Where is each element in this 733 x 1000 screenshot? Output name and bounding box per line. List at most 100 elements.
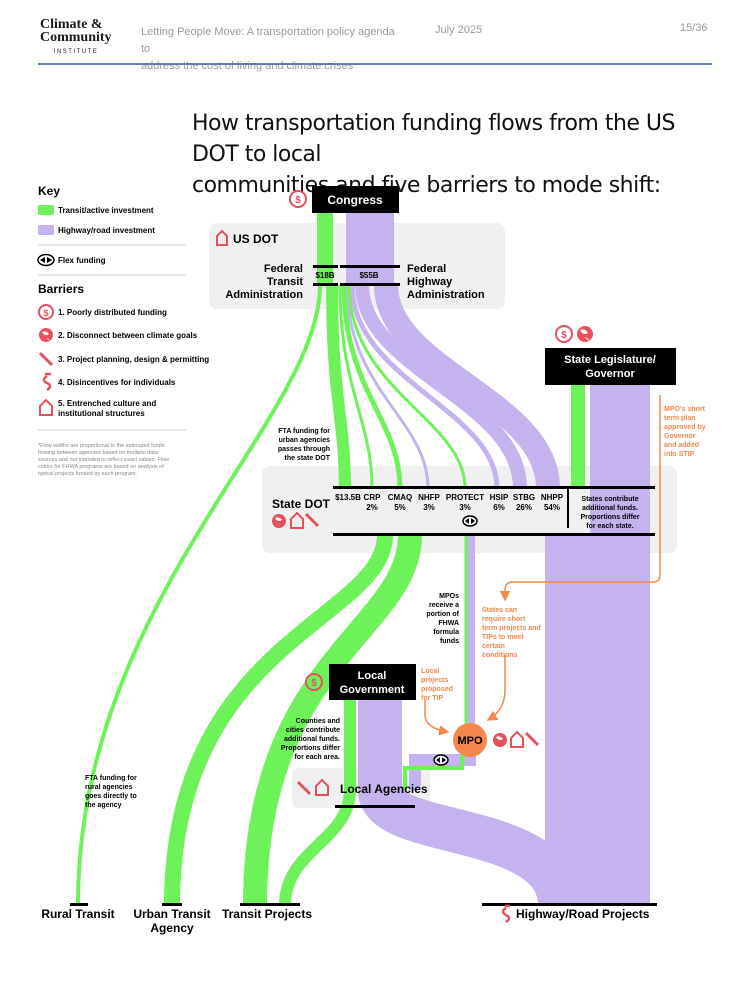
note-line: projects: [421, 677, 448, 684]
state-dot-divider: [567, 488, 569, 528]
header-rule: [38, 63, 712, 65]
note-line: goes directly to: [85, 793, 137, 800]
note-line: for TIP: [421, 695, 443, 702]
subtitle-line1: Letting People Move: A transportation po…: [141, 26, 395, 55]
fta-line3: Administration: [225, 289, 303, 301]
transit-projects-label: Transit Projects: [222, 907, 312, 921]
page-number: 15/36: [680, 22, 708, 34]
note-line: the agency: [85, 802, 122, 809]
note-line: Local: [421, 668, 439, 675]
diagram-title: How transportation funding flows from th…: [192, 108, 692, 201]
note-counties: Counties and cities contribute additiona…: [281, 718, 340, 761]
note-line: Counties and: [296, 718, 340, 725]
local-gov-line1: Local: [358, 670, 387, 682]
svg-text:$: $: [561, 330, 567, 341]
mpo-label: MPO: [457, 735, 483, 747]
congress-label: Congress: [327, 193, 383, 207]
note-line: urban agencies: [279, 437, 330, 444]
program-name: HSIP: [490, 493, 509, 502]
highway-projects-bar: [482, 903, 657, 906]
congress-node: [312, 186, 399, 213]
globe-icon: [39, 328, 53, 342]
program-name: NHPP: [541, 493, 564, 502]
globe-icon: [577, 326, 593, 342]
note-fta-urban: FTA funding for urban agencies passes th…: [278, 428, 331, 462]
program-pct: 3%: [423, 503, 435, 512]
fta-line1: Federal: [264, 263, 303, 275]
footnote-line: colors for FHWA programs are based on an…: [38, 464, 164, 470]
note-line: additional funds.: [284, 736, 340, 743]
program-pct: 54%: [544, 503, 560, 512]
logo-line2: Community: [40, 30, 112, 45]
note-line: term plan: [664, 415, 696, 422]
note-line: FTA funding for: [85, 775, 137, 782]
svg-text:$: $: [295, 195, 301, 206]
transit-swatch: [38, 205, 54, 215]
rural-transit-label: Rural Transit: [41, 907, 114, 921]
footnote-line: sources and not intended to reflect exac…: [38, 457, 169, 463]
note-mpo-short-term: MPO's short term plan approved by Govern…: [664, 406, 706, 458]
report-date: July 2025: [435, 24, 483, 36]
note-local-projects: Local projects proposed for TIP: [421, 668, 453, 702]
program-name: CMAQ: [388, 493, 412, 502]
disincentive-icon: [501, 904, 511, 924]
note-line: conditions: [482, 652, 517, 659]
title-line1: How transportation funding flows from th…: [192, 111, 676, 167]
note-line: approved by: [664, 424, 706, 431]
fta-top-bar: [313, 265, 338, 268]
flex-icon: [433, 754, 449, 766]
note-line: for each area.: [294, 754, 340, 761]
program-name: CRP: [364, 493, 382, 502]
institution-icon: [315, 778, 329, 796]
program-pct: 26%: [516, 503, 532, 512]
footnote-line: *Flow widths are proportional to the est…: [38, 443, 165, 449]
note-line: FTA funding for: [278, 428, 330, 435]
usdot-icon: [216, 229, 228, 246]
program-name: NHFP: [418, 493, 440, 502]
note-line: into STIP: [664, 451, 695, 458]
note-line: require short: [482, 616, 526, 623]
local-gov-line2: Government: [340, 684, 405, 696]
note-line: States can: [482, 607, 517, 614]
note-line: term projects and: [482, 625, 541, 632]
urban-transit-bar: [162, 903, 182, 906]
rural-transit-bar: [70, 903, 88, 906]
state-dot-top-bar: [333, 486, 655, 489]
note-line: MPOs: [439, 593, 459, 600]
note-line: receive a: [429, 602, 459, 609]
fta-bar: [313, 283, 338, 286]
barrier-5-line1: 5. Entrenched culture and: [58, 399, 156, 408]
state-legislature-node: [545, 348, 676, 385]
program-name: PROTECT: [446, 493, 484, 502]
flex-icon: [37, 253, 55, 267]
fhwa-top-bar: [340, 265, 400, 268]
note-line: FHWA: [438, 620, 459, 627]
note-line: TIPs to meet: [482, 634, 524, 641]
program-name: STBG: [513, 493, 535, 502]
highway-flows: [345, 210, 650, 908]
barrier-4: 4. Disincentives for individuals: [58, 378, 176, 387]
logo-line3: INSTITUTE: [53, 49, 99, 55]
transit-projects-bar: [240, 903, 300, 906]
note-line: funds: [440, 638, 459, 645]
transit-flows: [76, 210, 585, 906]
orange-arrows: [424, 395, 661, 736]
local-agencies-bar: [335, 805, 415, 808]
logo: Climate & Community INSTITUTE: [40, 18, 112, 59]
state-leg-line1: State Legislature/: [564, 354, 656, 366]
disincentive-icon: [42, 372, 52, 392]
key-transit-label: Transit/active investment: [58, 206, 154, 215]
planning-pencil-icon: [524, 731, 540, 747]
program-labels: $13.5B CRP 2% CMAQ 5% NHFP 3% PROTECT 3%…: [335, 493, 564, 512]
barrier-2: 2. Disconnect between climate goals: [58, 331, 198, 340]
note-line: Proportions differ: [281, 745, 340, 752]
institution-icon: [39, 398, 53, 416]
local-government-node: [329, 664, 416, 700]
title-line2: communities and five barriers to mode sh…: [192, 173, 661, 198]
fta-line2: Transit: [267, 276, 303, 288]
note-line: States contribute: [581, 496, 638, 503]
institution-icon: [510, 730, 524, 748]
footnote: *Flow widths are proportional to the est…: [38, 443, 169, 477]
fhwa-line2: Highway: [407, 276, 453, 288]
logo-line1: Climate &: [40, 17, 103, 32]
